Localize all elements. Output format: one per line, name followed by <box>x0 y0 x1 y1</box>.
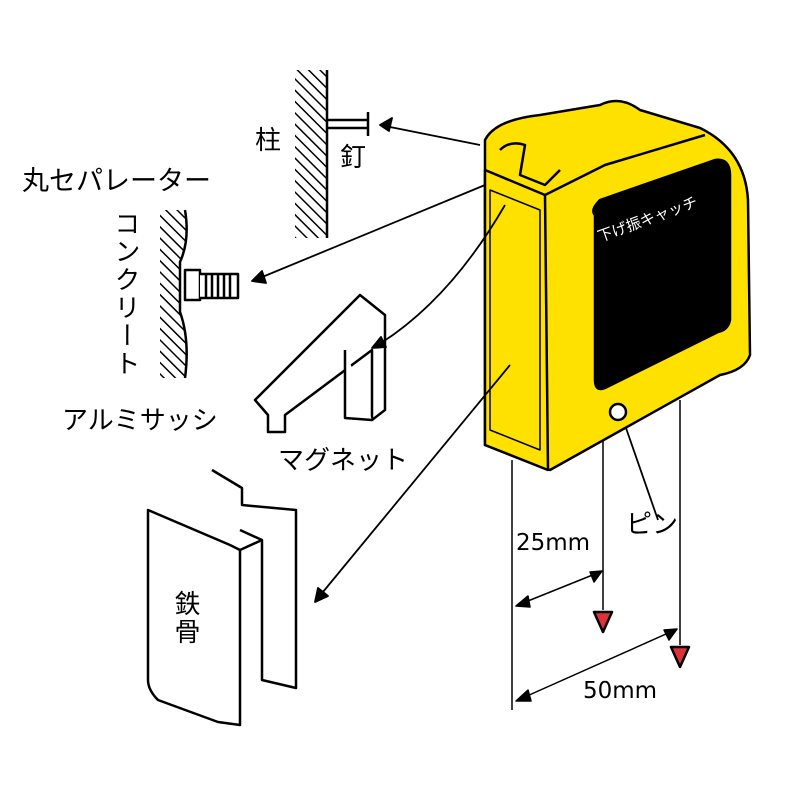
label-nail: 釘 <box>340 143 367 173</box>
label-50mm: 50mm <box>583 678 658 704</box>
steel-frame <box>146 468 298 727</box>
label-pin: ピン <box>626 510 679 540</box>
plumb-bob-50 <box>669 645 691 669</box>
leader-lines <box>251 117 659 603</box>
aluminum-sash <box>253 293 387 434</box>
label-steel-frame: 鉄骨 <box>170 590 200 646</box>
pillar-wall <box>295 70 370 238</box>
label-25mm: 25mm <box>516 530 591 556</box>
concrete-wall <box>160 209 240 379</box>
plumb-lines <box>511 400 681 710</box>
label-aluminum-sash: アルミサッシ <box>62 406 218 436</box>
plumb-bob-25 <box>592 610 614 634</box>
plumb-catch-device <box>483 99 752 472</box>
label-concrete: コンクリート <box>110 210 140 378</box>
label-pillar: 柱 <box>255 126 282 156</box>
label-round-separator: 丸セパレーター <box>22 166 211 197</box>
label-magnet: マグネット <box>278 446 409 476</box>
